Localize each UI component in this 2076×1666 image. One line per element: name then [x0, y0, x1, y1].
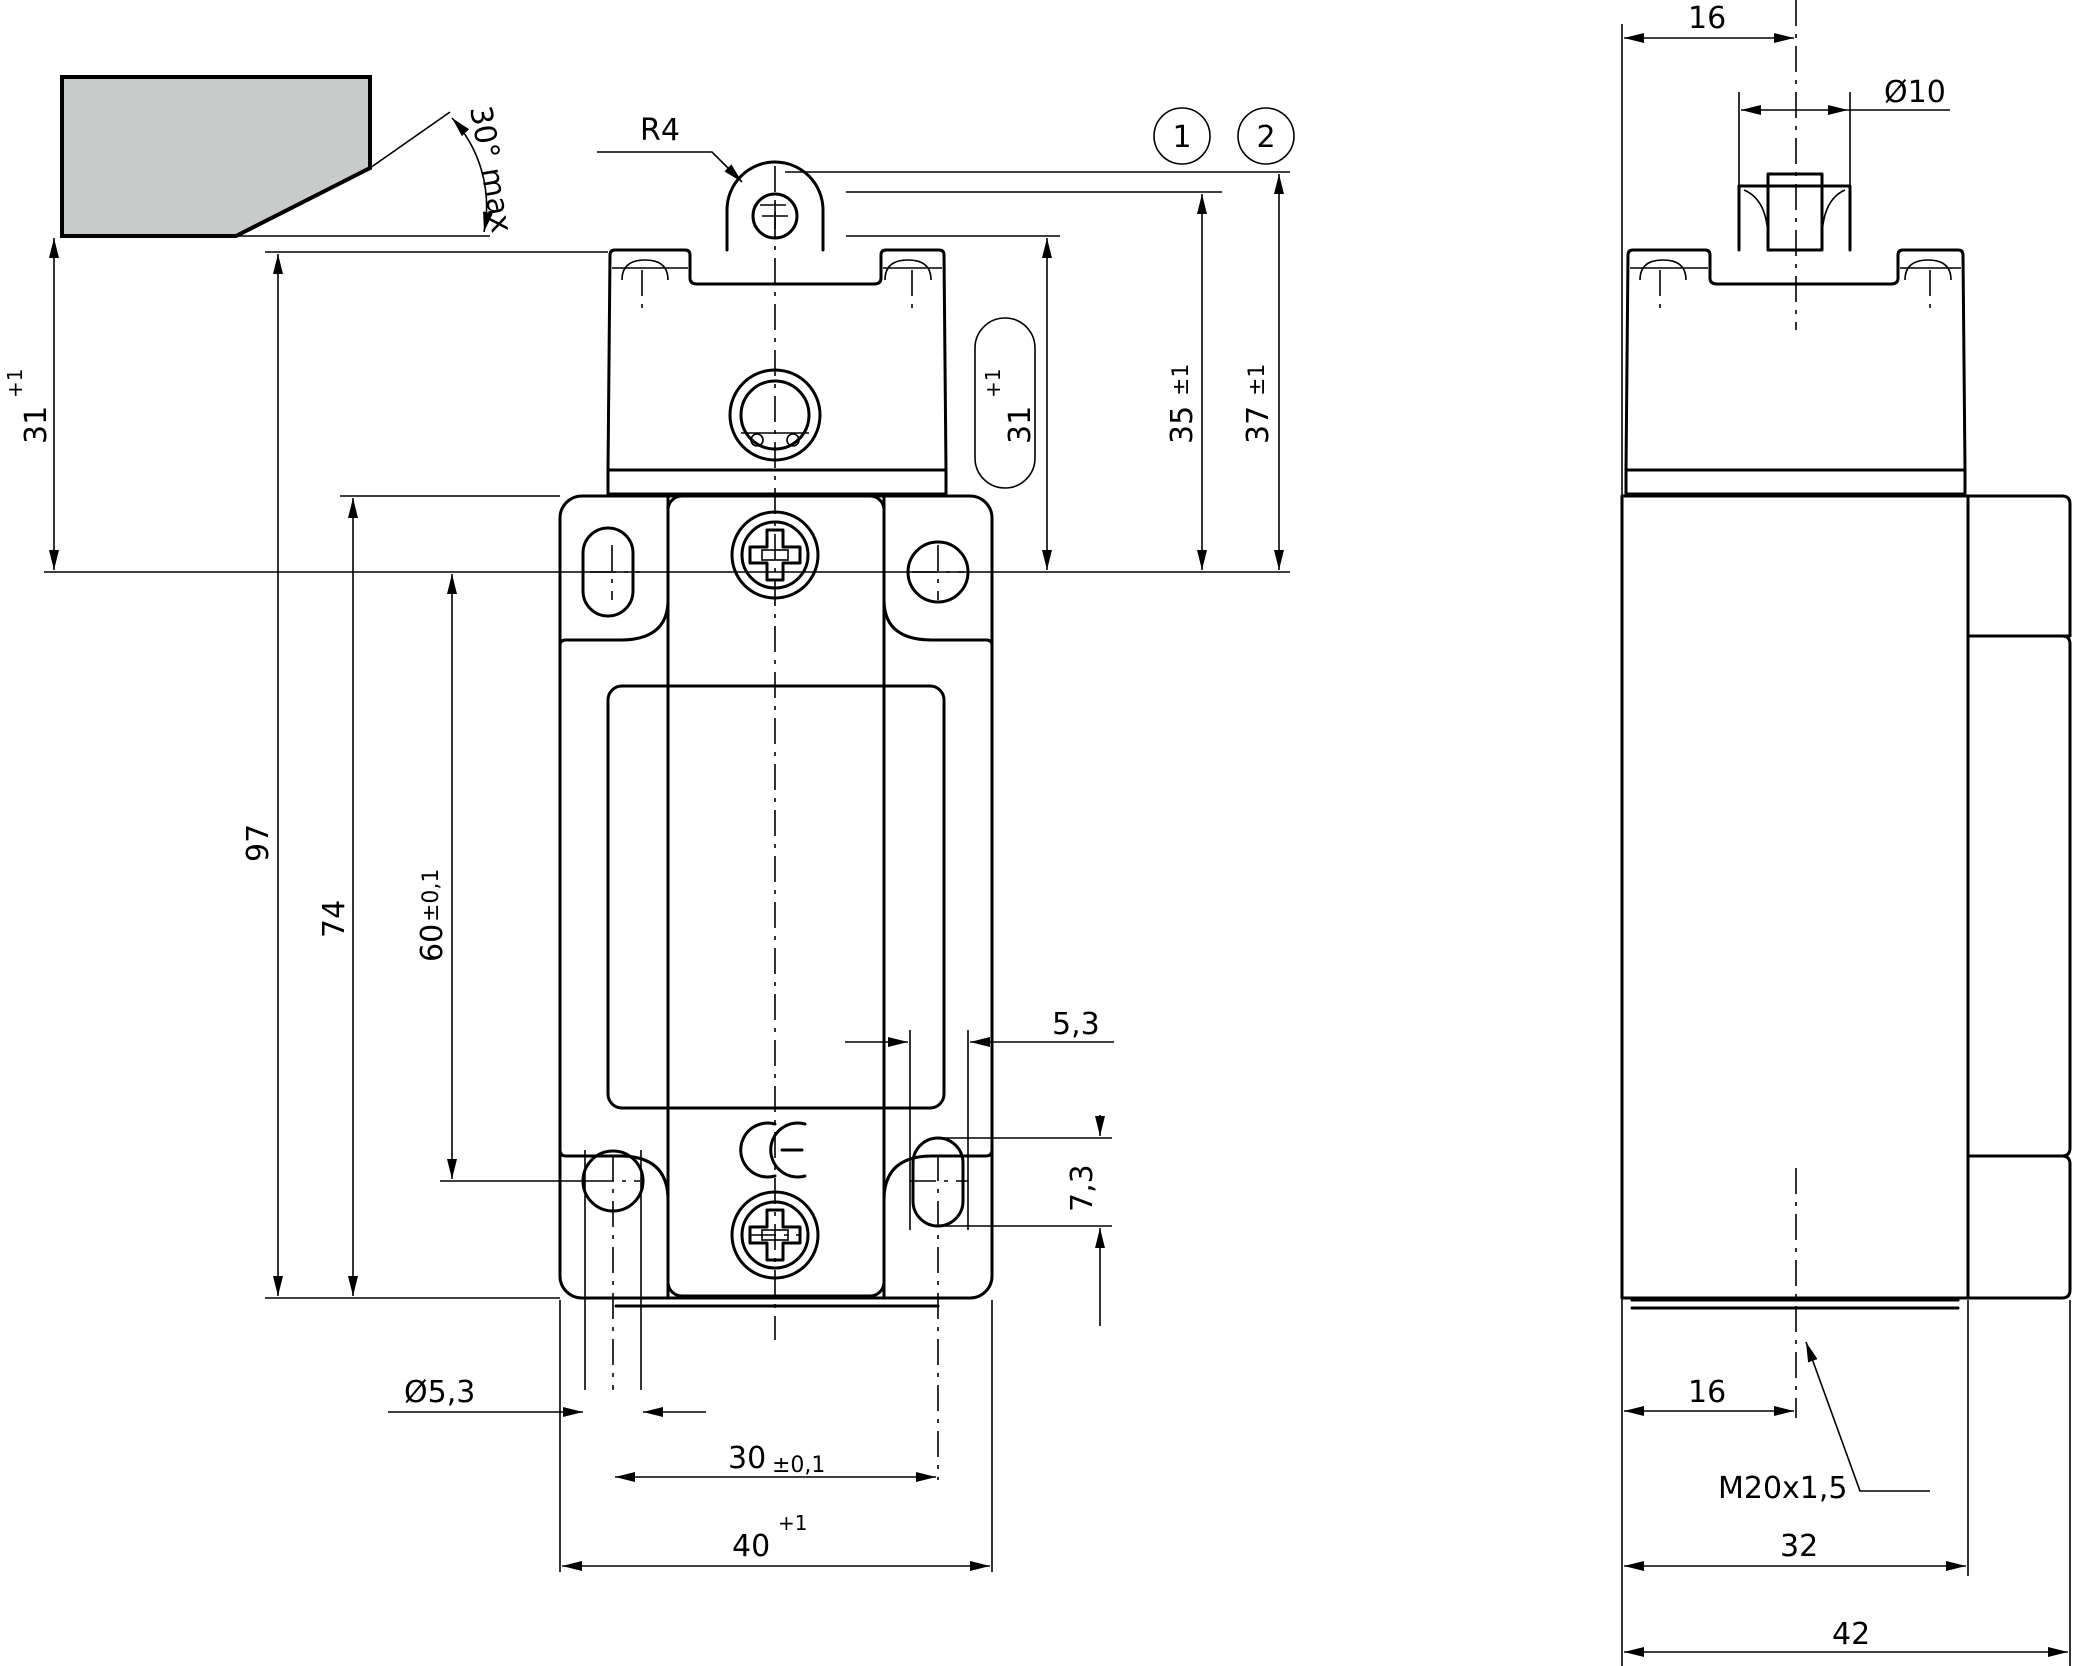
dim-97: 97 — [241, 824, 276, 862]
dim-5-3: 5,3 — [1052, 1007, 1100, 1042]
roller — [725, 160, 825, 252]
side-head-body — [1624, 248, 1967, 472]
radius-label: R4 — [640, 113, 680, 148]
front-dimensions: R4 1 2 31 +1 31 +1 35 ±1 37 ±1 97 — [3, 107, 1295, 1572]
dim-30: 30 — [728, 1441, 766, 1476]
dim-74: 74 — [317, 900, 352, 938]
dim-60: 60 — [415, 924, 450, 962]
label-window — [606, 684, 946, 1110]
dim-diameter-10: Ø10 — [1884, 75, 1946, 110]
position-2-label: 2 — [1256, 120, 1275, 155]
dim-37-tol: ±1 — [1245, 364, 1270, 396]
head-body — [606, 248, 948, 472]
plunger-pin — [1766, 172, 1824, 252]
position-1-callout — [1153, 107, 1211, 165]
plunger — [1737, 184, 1852, 252]
dim-40: 40 — [732, 1529, 770, 1564]
ce-mark: CE — [739, 1121, 807, 1179]
side-dimensions: 16 Ø10 16 M20x1,5 32 42 — [1621, 1, 2071, 1666]
dim-31-capsule — [974, 317, 1036, 489]
dim-32: 32 — [1780, 1529, 1818, 1564]
side-cover-bottom — [1966, 1154, 2072, 1300]
dim-30-tol: ±0,1 — [772, 1453, 825, 1478]
dim-42: 42 — [1832, 1617, 1870, 1652]
dim-31-left: 31 — [19, 406, 54, 444]
side-cover-middle — [1966, 634, 2072, 1158]
dim-16-bottom: 16 — [1688, 1375, 1726, 1410]
angle-label: 30° max — [462, 103, 519, 235]
thread-label: M20x1,5 — [1718, 1471, 1848, 1506]
housing — [558, 494, 994, 1300]
actuator-sketch: 30° max — [60, 75, 519, 238]
dim-60-tol: ±0,1 — [419, 869, 444, 922]
dim-7-3: 7,3 — [1065, 1164, 1100, 1212]
housing-frame — [666, 494, 886, 1298]
position-1-label: 1 — [1172, 120, 1191, 155]
dim-35: 35 — [1165, 406, 1200, 444]
side-housing — [1620, 494, 1970, 1300]
dim-31-left-tol: +1 — [3, 369, 27, 398]
position-2-callout — [1237, 107, 1295, 165]
head-collar — [606, 468, 948, 496]
dim-40-tol: +1 — [778, 1511, 807, 1535]
angle-arc — [451, 117, 493, 233]
dim-31-right: 31 — [1003, 406, 1038, 444]
dim-hole-diameter: Ø5,3 — [404, 1375, 475, 1410]
dim-16-top: 16 — [1688, 1, 1726, 36]
side-head-collar — [1624, 468, 1967, 496]
front-view: CE — [558, 160, 994, 1480]
dim-31-right-tol: +1 — [981, 369, 1005, 398]
actuator-cam — [60, 75, 372, 238]
dim-35-tol: ±1 — [1169, 364, 1194, 396]
dim-37: 37 — [1241, 406, 1276, 444]
side-view — [1620, 0, 2072, 1418]
side-cover-top — [1966, 494, 2072, 638]
